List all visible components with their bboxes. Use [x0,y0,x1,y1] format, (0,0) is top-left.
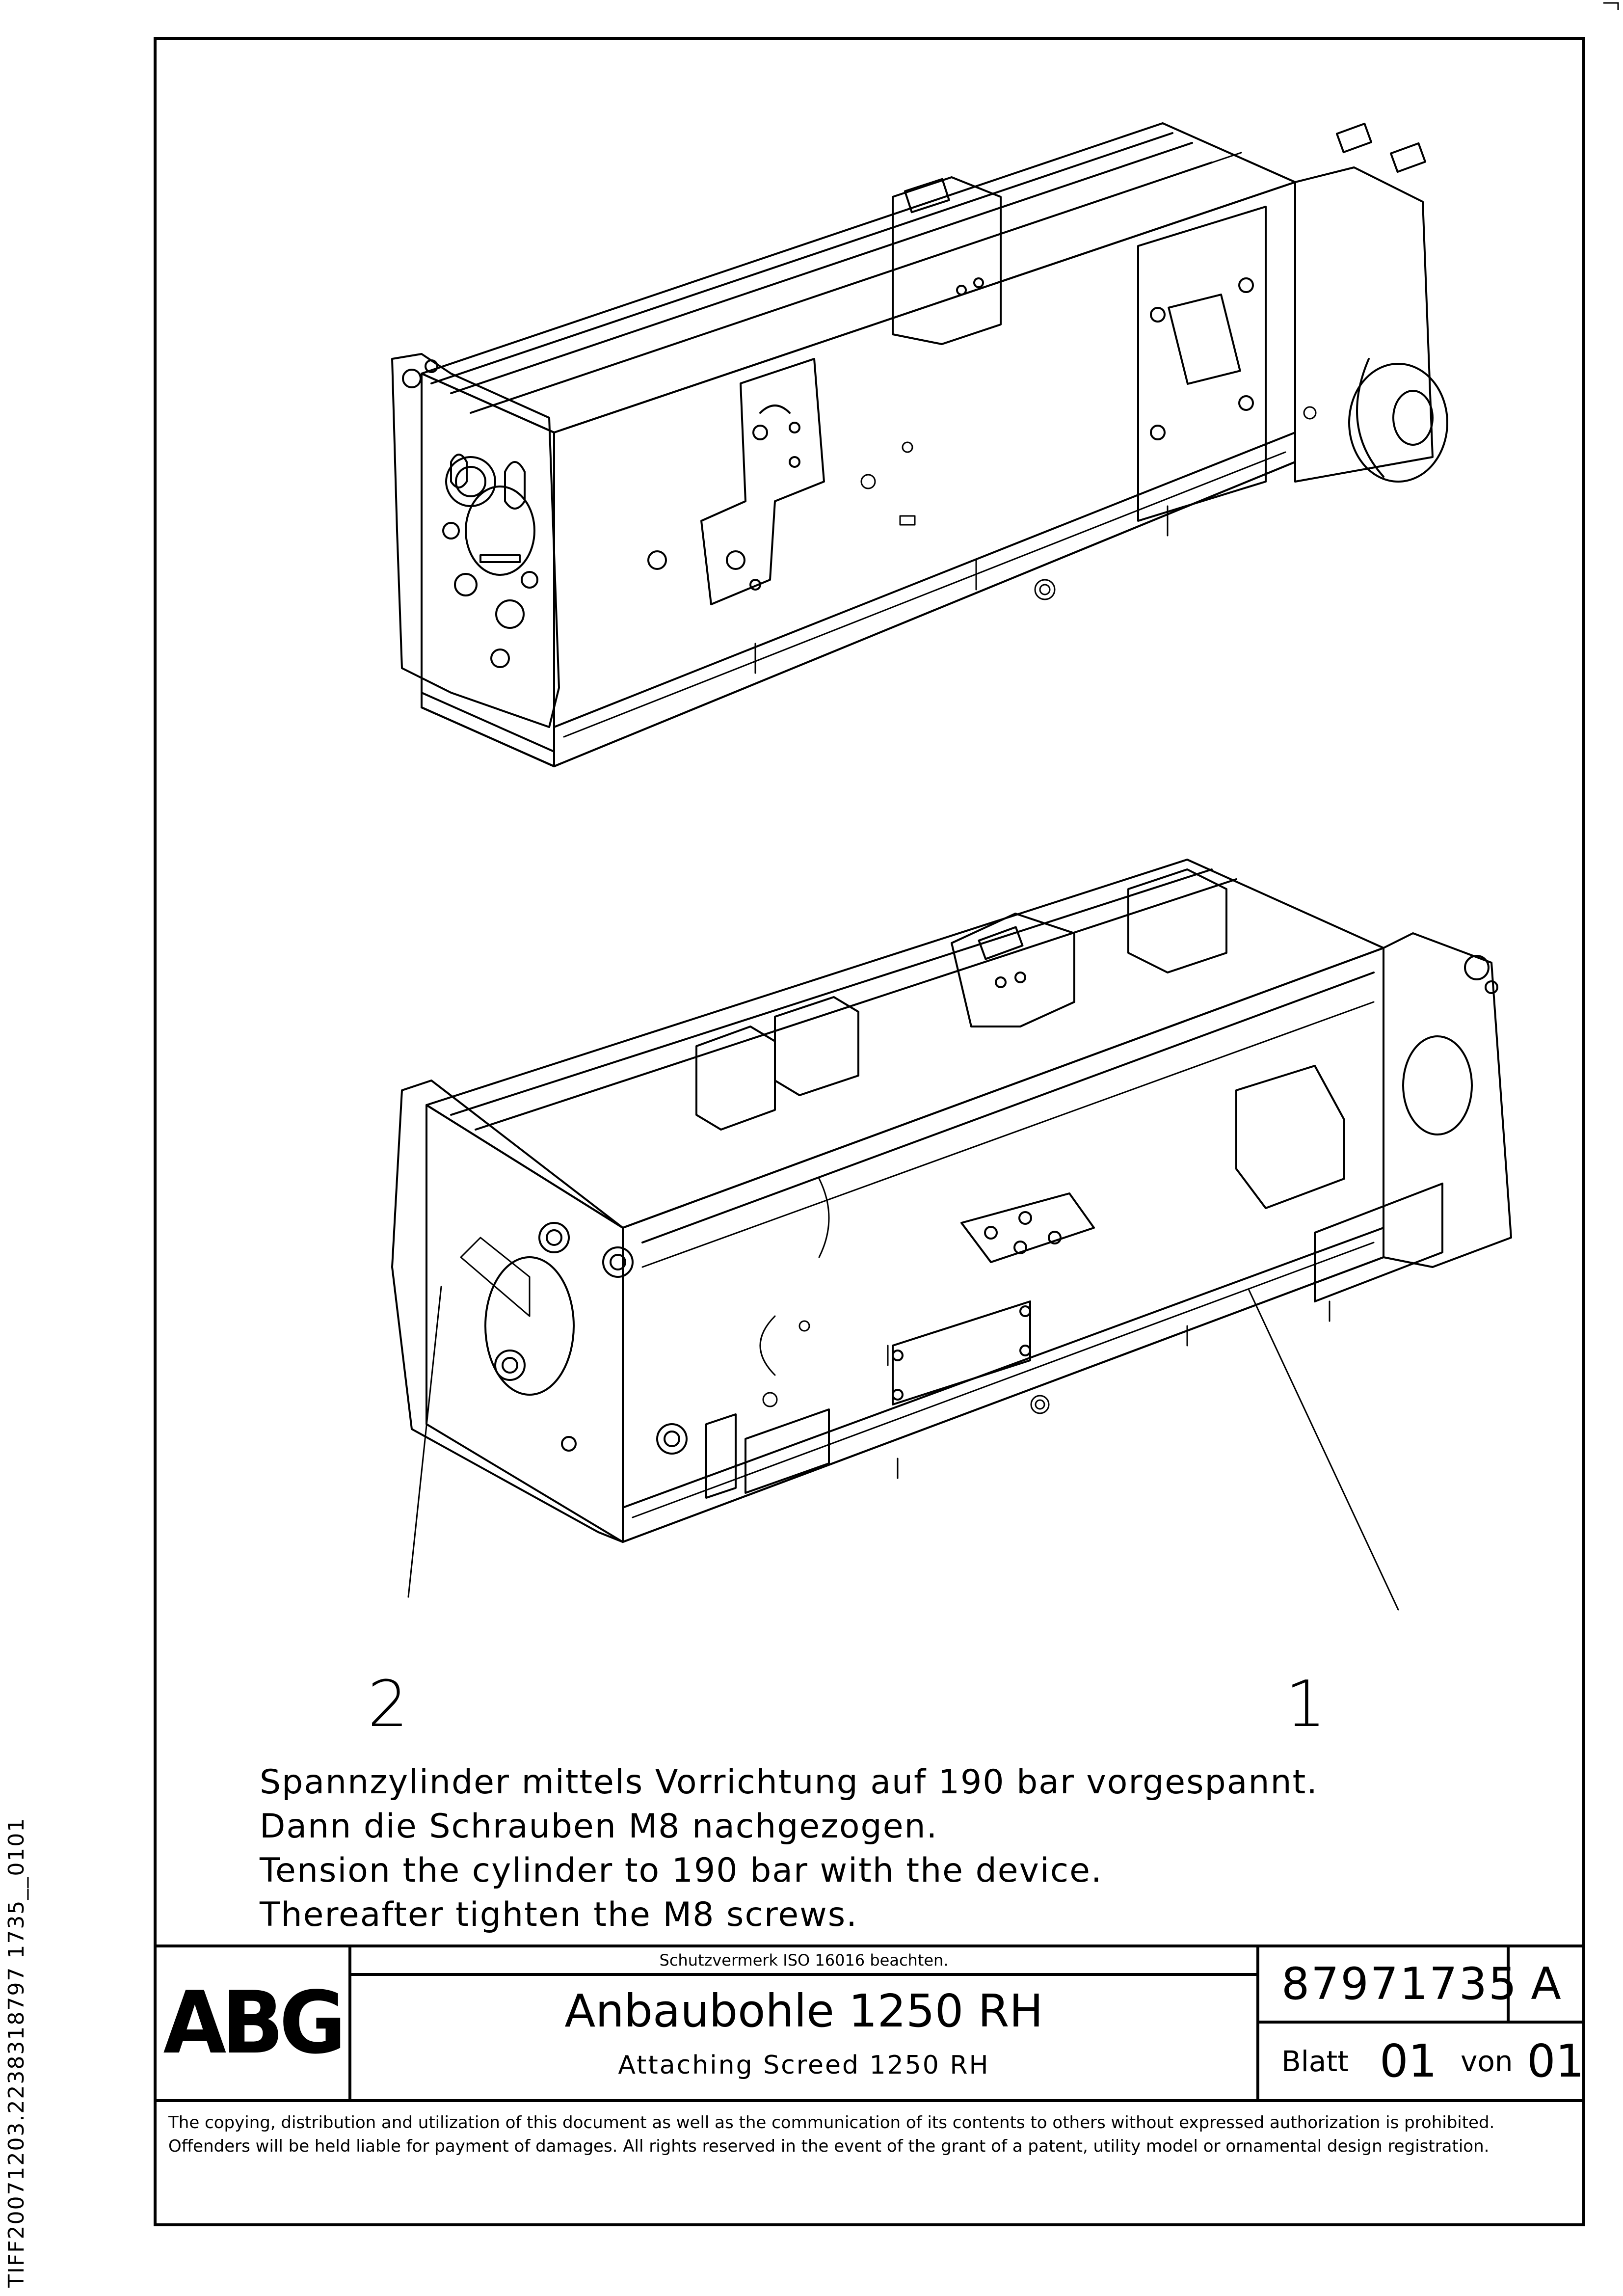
upper-screed-frame [391,122,1448,767]
revision-letter: A [1510,1947,1582,2024]
sheet-label: Blatt [1281,2045,1349,2078]
lower-screed-frame [391,859,1512,1543]
corner-mark [1603,2,1619,10]
assembly-drawing [391,122,1512,1611]
side-reference: TIFF20071203.2238318797 1735__0101 [4,1817,29,2288]
leader-line-1 [1248,1288,1399,1611]
sheet-total: 01 [1527,2035,1585,2087]
logo-text: ABG [163,1973,346,2073]
drawing-number: 87971735 [1259,1947,1517,2024]
of-label: von [1461,2045,1513,2078]
title-german: Anbaubohle 1250 RH [564,1985,1043,2037]
title-english: Attaching Screed 1250 RH [618,2051,990,2080]
sheet-info: Blatt 01 von 01 [1259,2024,1585,2099]
company-logo: ABG [157,1947,351,2099]
title-field: Schutzvermerk ISO 16016 beachten. Anbaub… [351,1947,1259,2099]
copyright-disclaimer: The copying, distribution and utilizatio… [157,2099,1582,2223]
note-line-en-1: Tension the cylinder to 190 bar with the… [260,1851,1103,1890]
drawing-id-field: 87971735 A Blatt 01 von 01 [1259,1947,1585,2099]
leader-line-2 [407,1286,442,1598]
note-line-de-2: Dann die Schrauben M8 nachgezogen. [260,1807,938,1846]
sheet-number: 01 [1380,2035,1437,2087]
callout-1: 1 [1285,1667,1326,1741]
title-block: ABG Schutzvermerk ISO 16016 beachten. An… [157,1945,1585,2099]
callout-2: 2 [368,1667,408,1741]
protection-note: Schutzvermerk ISO 16016 beachten. [351,1947,1256,1976]
drawing-sheet: 2 1 Spannzylinder mittels Vorrichtung au… [154,37,1585,2226]
assembly-notes: Spannzylinder mittels Vorrichtung auf 19… [260,1760,1318,1937]
note-line-en-2: Thereafter tighten the M8 screws. [260,1895,858,1934]
note-line-de-1: Spannzylinder mittels Vorrichtung auf 19… [260,1763,1318,1802]
